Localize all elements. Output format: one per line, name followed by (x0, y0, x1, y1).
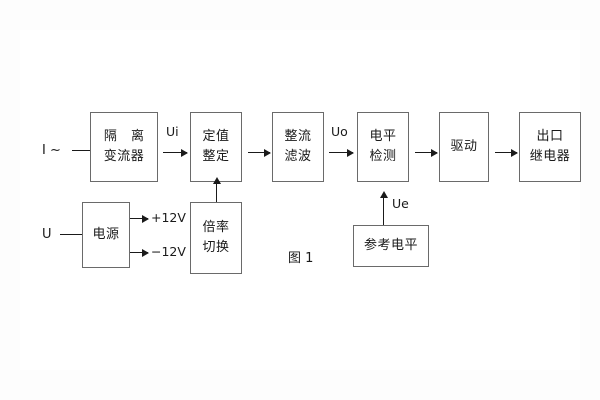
arrow-driver-to-output-relay (495, 148, 518, 157)
block-level-detection-line1: 电平 (369, 128, 397, 144)
block-level-detection[interactable]: 电平 检测 (357, 112, 409, 182)
input-current-label: I ~ (42, 143, 61, 158)
block-setting-adjustment-line1: 定值 (202, 128, 230, 144)
block-ratio-switching[interactable]: 倍率 切换 (190, 202, 242, 274)
arrow-setting-adjustment-to-rectifier-filter (248, 148, 271, 157)
arrow-rectifier-filter-to-level-detection (329, 148, 354, 157)
figure-caption: 图 1 (288, 251, 314, 266)
block-output-relay-line1: 出口 (536, 128, 564, 144)
arrow-isolating-transformer-to-setting-adjustment (163, 148, 188, 157)
arrow-reference-level-to-level-detection (379, 191, 388, 225)
block-ratio-switching-line1: 倍率 (202, 219, 230, 235)
block-output-relay[interactable]: 出口 继电器 (519, 112, 581, 182)
block-isolating-transformer-line1: 隔 离 (103, 128, 150, 144)
block-rectifier-filter-line2: 滤波 (284, 149, 312, 164)
block-rectifier-filter[interactable]: 整流 滤波 (272, 112, 324, 182)
arrow-power-supply-plus12v (130, 214, 149, 223)
diagram-panel: I ~ 隔 离 变流器 Ui 定值 整定 整流 滤波 Uo 电平 检测 (20, 30, 581, 370)
label-plus-12v: +12V (151, 210, 186, 225)
block-reference-level[interactable]: 参考电平 (353, 225, 429, 267)
block-isolating-transformer-line2: 变流器 (103, 149, 145, 164)
label-minus-12v: −12V (151, 244, 186, 259)
arrow-power-supply-minus12v (130, 248, 149, 257)
block-driver[interactable]: 驱动 (439, 112, 489, 182)
arrow-level-detection-to-driver (415, 148, 438, 157)
block-power-supply-line1: 电源 (92, 226, 120, 242)
block-ratio-switching-line2: 切换 (202, 240, 230, 255)
block-setting-adjustment-line2: 整定 (202, 149, 230, 164)
block-level-detection-line2: 检测 (369, 149, 397, 164)
arrow-ratio-switching-to-setting-adjustment (212, 177, 221, 202)
block-output-relay-line2: 继电器 (529, 149, 571, 164)
block-driver-line1: 驱动 (450, 138, 478, 154)
block-isolating-transformer[interactable]: 隔 离 变流器 (90, 112, 158, 182)
block-power-supply[interactable]: 电源 (82, 202, 130, 268)
block-setting-adjustment[interactable]: 定值 整定 (190, 112, 242, 182)
block-reference-level-line1: 参考电平 (363, 237, 418, 253)
input-voltage-label: U (42, 227, 52, 242)
block-rectifier-filter-line1: 整流 (284, 128, 312, 144)
signal-label-ue: Ue (392, 196, 409, 211)
signal-label-uo: Uo (331, 124, 348, 139)
signal-label-ui: Ui (166, 124, 179, 139)
